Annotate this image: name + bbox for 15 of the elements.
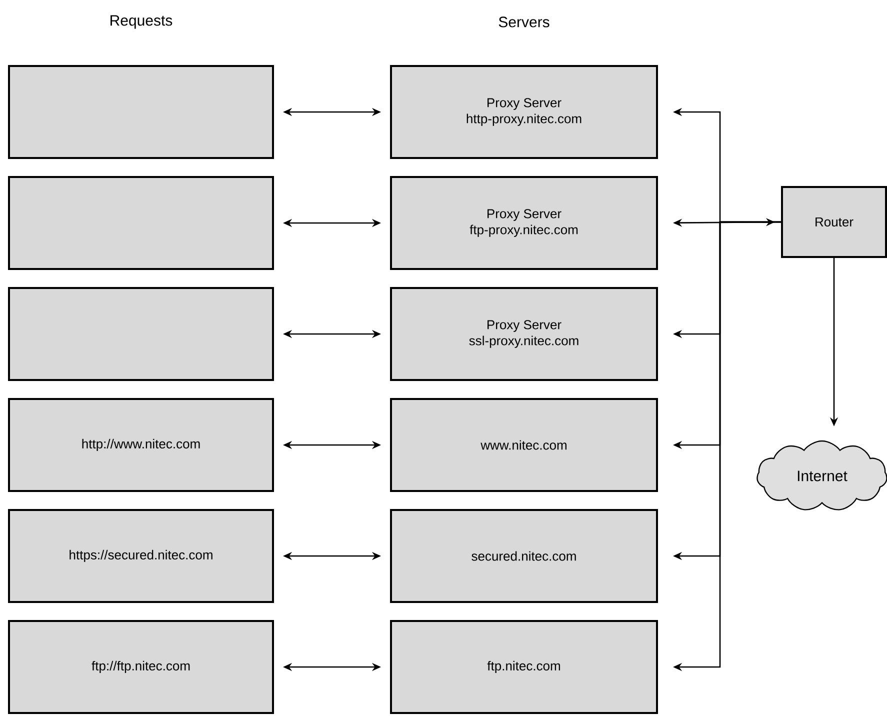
request-box [8,176,274,270]
column-heading: Servers [498,16,550,28]
request-box: https://secured.nitec.com [8,509,274,603]
server-box: Proxy Server http-proxy.nitec.com [390,65,658,159]
server-box: Proxy Server ftp-proxy.nitec.com [390,176,658,270]
server-box: ftp.nitec.com [390,620,658,714]
request-box [8,65,274,159]
request-box: http://www.nitec.com [8,398,274,492]
request-box: ftp://ftp.nitec.com [8,620,274,714]
server-box: Proxy Server ssl-proxy.nitec.com [390,287,658,381]
column-heading: Requests [110,15,172,29]
router-box: Router [781,186,887,258]
request-box [8,287,274,381]
server-box: secured.nitec.com [390,509,658,603]
server-box: www.nitec.com [390,398,658,492]
